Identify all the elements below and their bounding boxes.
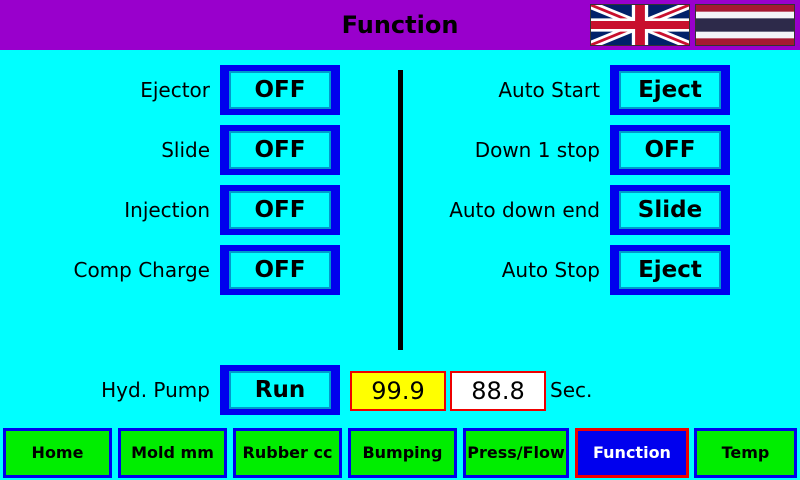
nav-home-button[interactable]: Home [3,428,112,478]
thai-flag-icon[interactable] [695,4,795,46]
nav-bumping-button[interactable]: Bumping [348,428,457,478]
hyd-pump-value: Run [229,371,331,409]
auto-start-button[interactable]: Eject [610,65,730,115]
ejector-value: OFF [229,71,331,109]
timer-setpoint-field[interactable]: 99.9 [350,371,446,411]
auto-start-label: Auto Start [498,78,600,102]
hyd-pump-button[interactable]: Run [220,365,340,415]
comp-charge-value: OFF [229,251,331,289]
timer-actual-field[interactable]: 88.8 [450,371,546,411]
down-1-stop-button[interactable]: OFF [610,125,730,175]
auto-down-end-label: Auto down end [449,198,600,222]
page-title: Function [341,11,459,39]
down-1-stop-label: Down 1 stop [474,138,600,162]
slide-label: Slide [161,138,210,162]
nav-press-flow-button[interactable]: Press/Flow [463,428,569,478]
comp-charge-label: Comp Charge [73,258,210,282]
injection-label: Injection [124,198,210,222]
auto-stop-label: Auto Stop [501,258,600,282]
comp-charge-button[interactable]: OFF [220,245,340,295]
uk-flag-icon[interactable] [590,4,690,46]
auto-stop-button[interactable]: Eject [610,245,730,295]
slide-value: OFF [229,131,331,169]
auto-stop-value: Eject [619,251,721,289]
ejector-label: Ejector [140,78,210,102]
injection-button[interactable]: OFF [220,185,340,235]
slide-button[interactable]: OFF [220,125,340,175]
auto-start-value: Eject [619,71,721,109]
nav-rubber-cc-button[interactable]: Rubber cc [233,428,342,478]
hyd-pump-label: Hyd. Pump [101,378,210,402]
auto-down-end-button[interactable]: Slide [610,185,730,235]
nav-function-button[interactable]: Function [575,428,689,478]
nav-temp-button[interactable]: Temp [694,428,797,478]
auto-down-end-value: Slide [619,191,721,229]
down-1-stop-value: OFF [619,131,721,169]
injection-value: OFF [229,191,331,229]
nav-mold-mm-button[interactable]: Mold mm [118,428,227,478]
column-divider [398,70,403,350]
timer-unit: Sec. [550,378,593,402]
ejector-button[interactable]: OFF [220,65,340,115]
